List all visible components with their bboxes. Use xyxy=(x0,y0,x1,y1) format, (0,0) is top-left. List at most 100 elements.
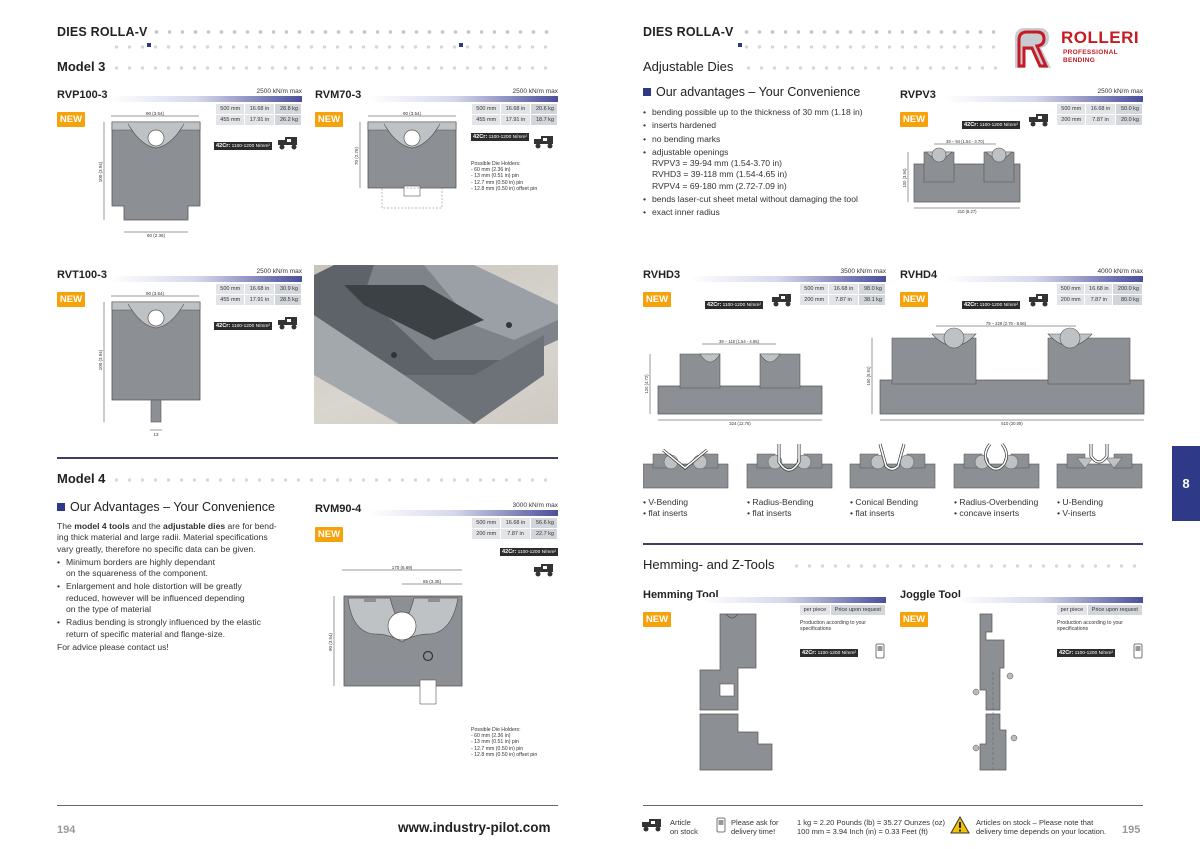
dim-base: 60 (2.36) xyxy=(147,233,166,238)
material-range: 1100-1200 N/mm² xyxy=(231,144,270,149)
max-load: 3500 kN/m max xyxy=(840,268,886,275)
insert-caption-conical-bending: • Conical Bending• flat inserts xyxy=(850,497,918,520)
table-cell: 18.7 kg xyxy=(529,114,559,126)
stock-truck-icon xyxy=(278,135,302,151)
rvm90-drawing: 170 (6.69) 85 (3.35) 90 (3.54) xyxy=(320,562,470,712)
dim-half-width: 85 (3.35) xyxy=(423,579,442,584)
footer-line: Article xyxy=(670,818,691,827)
material-range: 1100-1200 N/mm² xyxy=(1074,651,1113,656)
footer-rule xyxy=(643,805,1143,806)
note-line: specifications xyxy=(1057,626,1089,633)
table-cell: 200 mm xyxy=(798,294,830,306)
caption-text: Radius-Bending xyxy=(752,497,814,507)
table-cell: per piece xyxy=(1056,604,1088,616)
caption-text: V-Bending xyxy=(648,497,689,507)
caption-line: • Radius-Overbending xyxy=(954,497,1039,507)
caption-text: concave inserts xyxy=(959,508,1020,519)
material-grade: 42Cr: xyxy=(964,122,979,128)
holder-item: - 12.8 mm (0.50 in) offset pin xyxy=(471,751,538,758)
website-link[interactable]: www.industry-pilot.com xyxy=(398,820,551,835)
accent-dot xyxy=(459,43,463,47)
list-item: exact inner radius xyxy=(643,207,893,219)
dim-width: 39 – 94 (1.54 - 3.70) xyxy=(946,139,985,144)
table-cell: 28.5 kg xyxy=(273,294,303,306)
material-range: 1100-1200 N/mm² xyxy=(817,651,856,656)
section-tab[interactable]: 8 xyxy=(1172,446,1200,521)
table-cell: 16.68 in xyxy=(500,517,531,529)
list-item: Enlargement and hole distortion will be … xyxy=(57,581,307,615)
caption-line: • V-inserts xyxy=(1057,508,1096,519)
dim-height: 100 (3.94) xyxy=(98,349,103,370)
model-4-advantages-text: The model 4 tools and the adjustable die… xyxy=(57,521,307,653)
table-cell: 16.68 in xyxy=(244,283,275,295)
holders-title: Possible Die Holders: xyxy=(471,727,521,733)
table-cell: 50.0 kg xyxy=(1114,103,1144,115)
insert-caption-u-bending: • U-Bending• V-inserts xyxy=(1057,497,1103,520)
spec-bar xyxy=(690,276,886,282)
u-bending-diagram xyxy=(1056,444,1143,489)
list-item: bending possible up to the thickness of … xyxy=(643,107,893,119)
stock-truck-icon xyxy=(534,562,558,578)
new-badge: NEW xyxy=(900,612,928,627)
footer-conversion-text: 1 kg = 2.20 Pounds (lb) = 35.27 Ounzes (… xyxy=(797,818,945,836)
stock-truck-icon xyxy=(772,292,796,308)
table-cell: 17.91 in xyxy=(244,114,275,126)
new-badge: NEW xyxy=(57,112,85,127)
list-line: reduced, however will be influenced depe… xyxy=(66,592,245,603)
table-cell: 7.87 in xyxy=(500,528,531,540)
stock-truck-icon xyxy=(278,315,302,331)
table-cell: 500 mm xyxy=(470,103,502,115)
text-run: are for bend- xyxy=(225,521,277,531)
max-load: 2500 kN/m max xyxy=(256,88,302,95)
caption-line: • V-Bending xyxy=(643,497,689,507)
table-cell: 455 mm xyxy=(214,114,246,126)
adjustable-dies-title: Adjustable Dies xyxy=(643,59,734,74)
product-title-rvm90: RVM90-4 xyxy=(315,503,362,515)
caption-line: • flat inserts xyxy=(643,508,688,519)
material-grade: 42Cr: xyxy=(707,302,722,308)
caption-text: U-Bending xyxy=(1062,497,1104,507)
advantages-title-text: Our advantages – Your Convenience xyxy=(656,85,861,99)
warning-icon xyxy=(950,815,970,834)
list-line: Radius bending is strongly influenced by… xyxy=(66,617,261,628)
logo-brand: ROLLERI xyxy=(1061,28,1140,47)
dim-width: 170 (6.69) xyxy=(392,565,413,570)
material-label: 42Cr: 1100-1200 N/mm² xyxy=(214,322,272,330)
footer-line: 1 kg = 2.20 Pounds (lb) = 35.27 Ounzes (… xyxy=(797,818,946,827)
adjustable-advantages-title: Our advantages – Your Convenience xyxy=(643,85,860,99)
model-4-title: Model 4 xyxy=(57,471,106,486)
material-label: 42Cr: 1100-1200 N/mm² xyxy=(962,301,1020,309)
note-line: Production according to your xyxy=(800,620,867,626)
caption-text: V-inserts xyxy=(1062,508,1096,519)
radius-bending-diagram xyxy=(746,444,833,489)
table-cell: Price upon request xyxy=(1086,604,1144,616)
spec-bar xyxy=(110,96,302,102)
product-title-rvpv3: RVPV3 xyxy=(900,89,936,101)
dim-width: 90 (3.54) xyxy=(146,111,165,116)
table-cell: 56.6 kg xyxy=(529,517,559,529)
caption-text: flat inserts xyxy=(752,508,792,519)
product-title-rvm70: RVM70-3 xyxy=(315,89,362,101)
header-dots xyxy=(110,64,556,72)
section-rule xyxy=(643,543,1143,545)
dim-width: 79 – 229 (2.76 - 8.66) xyxy=(986,321,1027,326)
list-line: Minimum borders are highly dependant xyxy=(66,556,216,567)
list-item: inserts hardened xyxy=(643,120,893,132)
rolleri-logo: ROLLERI PROFESSIONAL BENDING xyxy=(1009,24,1154,72)
stock-truck-icon xyxy=(1029,292,1053,308)
dim-base: 210 (8.27) xyxy=(957,209,977,214)
new-badge: NEW xyxy=(57,292,85,307)
rvhd3-drawing: 39 – 118 (1.54 - 4.65) 120 (4.72) 324 (1… xyxy=(640,336,830,426)
